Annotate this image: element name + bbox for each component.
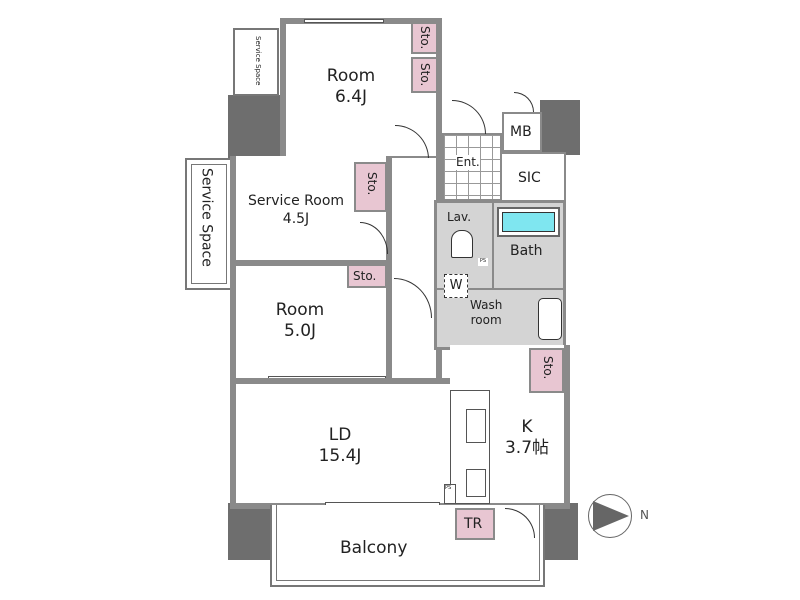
storage-closet: Sto. (354, 162, 387, 212)
pillar (540, 503, 578, 560)
pillar (228, 503, 276, 560)
service-space-small: Service Space (233, 28, 279, 96)
pipe-space: PS (444, 484, 456, 504)
balcony-label: Balcony (340, 538, 408, 558)
bath-label: Bath (510, 243, 543, 259)
meter-box: MB (502, 112, 542, 152)
storage-closet: Sto. (411, 57, 438, 93)
washer-space: W (444, 274, 468, 298)
front-door (452, 100, 486, 134)
pipe-space: PS (478, 258, 488, 266)
compass-icon (588, 494, 632, 538)
shoe-closet: SIC (502, 152, 566, 204)
pillar (540, 100, 580, 155)
bathtub (497, 207, 560, 237)
service-space-small-label: Service Space (253, 36, 262, 86)
room-bedroom-5-0 (230, 260, 392, 384)
sink-icon (538, 298, 562, 340)
pillar (228, 95, 280, 160)
trunk-room: TR (455, 508, 495, 540)
toilet-icon (451, 230, 473, 258)
service-space-large-label: Service Space (198, 168, 215, 267)
kitchen-counter (450, 390, 490, 504)
door (514, 92, 534, 112)
entrance: Ent. (442, 133, 502, 201)
washroom-label: Wash room (470, 298, 503, 327)
lavatory-label: Lav. (447, 210, 472, 224)
storage-closet: Sto. (347, 264, 387, 288)
storage-closet: Sto. (411, 22, 438, 54)
window (304, 19, 384, 23)
balcony (270, 505, 545, 587)
service-space-large: Service Space (185, 158, 233, 290)
north-label: N (640, 508, 649, 522)
stove-icon (466, 469, 486, 497)
storage-closet: Sto. (529, 348, 564, 393)
